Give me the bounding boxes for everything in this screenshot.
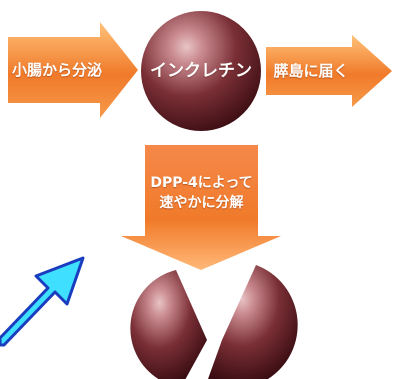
split-sphere-right <box>208 265 298 379</box>
reach-label: 膵島に届く <box>273 62 349 80</box>
secretion-arrow <box>8 22 138 118</box>
reach-arrow <box>266 35 392 107</box>
cyan-arrow <box>0 256 85 347</box>
incretin-sphere <box>141 11 261 131</box>
dpp4-label-line1: DPP-4によって <box>150 175 253 191</box>
secretion-label: 小腸から分泌 <box>11 61 102 79</box>
dpp4-arrow <box>121 145 281 270</box>
incretin-label: インクレチン <box>150 61 252 81</box>
split-sphere-left <box>130 270 207 379</box>
dpp4-label-line2: 速やかに分解 <box>159 195 244 211</box>
